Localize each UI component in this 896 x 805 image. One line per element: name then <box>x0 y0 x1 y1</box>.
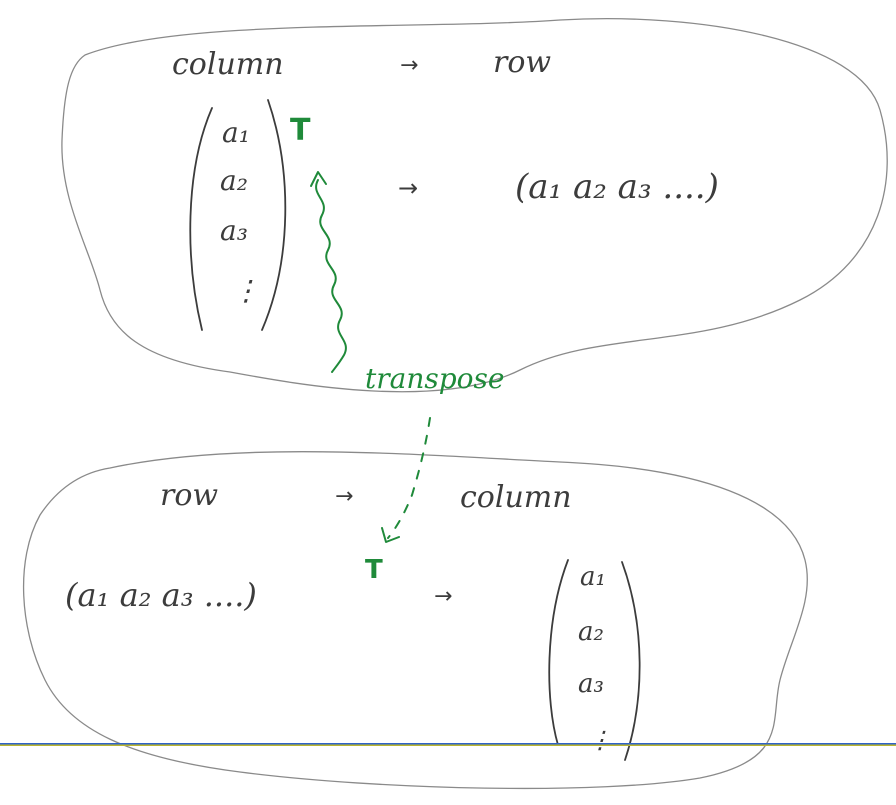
bottom-transpose-mark: T <box>365 555 383 585</box>
transpose-arrowhead-down-icon <box>381 527 400 543</box>
bottom-column-entry: ⋮ <box>588 726 612 754</box>
bottom-column-entry: a₃ <box>578 669 604 699</box>
top-mapping-arrow: → <box>398 174 418 202</box>
bottom-column-entry: a₂ <box>578 617 604 647</box>
top-transpose-mark: T <box>290 113 311 148</box>
bottom-header-from: row <box>160 478 218 513</box>
bottom-column-left-paren <box>548 559 569 746</box>
top-column-entry: ⋮ <box>232 274 260 307</box>
top-header-from: column <box>172 47 284 82</box>
transpose-dashed-arrow <box>387 417 431 539</box>
top-panel-outline <box>61 18 888 393</box>
top-column-entry: a₁ <box>222 116 250 149</box>
bottom-row-vector: (a₁ a₂ a₃ ....) <box>65 576 257 614</box>
transpose-label: transpose <box>365 362 504 395</box>
top-column-entry: a₃ <box>220 214 248 247</box>
transpose-wavy-arrow <box>315 179 347 373</box>
top-column-right-paren <box>261 99 287 331</box>
bottom-panel-outline <box>22 451 808 790</box>
top-row-vector: (a₁ a₂ a₃ ....) <box>515 167 719 207</box>
top-column-left-paren <box>189 107 213 331</box>
bottom-mapping-arrow: → <box>434 584 452 609</box>
top-header-arrow: → <box>400 53 418 78</box>
page-rule-line <box>0 743 896 746</box>
bottom-column-right-paren <box>621 561 641 761</box>
transpose-arrowhead-up-icon <box>310 171 327 187</box>
top-column-vector: a₁ a₂ a₃ ⋮ <box>220 116 260 307</box>
bottom-header-arrow: → <box>335 484 353 509</box>
bottom-column-entry: a₁ <box>580 562 606 592</box>
bottom-column-vector: a₁ a₂ a₃ ⋮ <box>578 562 612 754</box>
top-column-entry: a₂ <box>220 164 248 197</box>
top-header-to: row <box>493 45 551 80</box>
bottom-header-to: column <box>460 480 572 515</box>
